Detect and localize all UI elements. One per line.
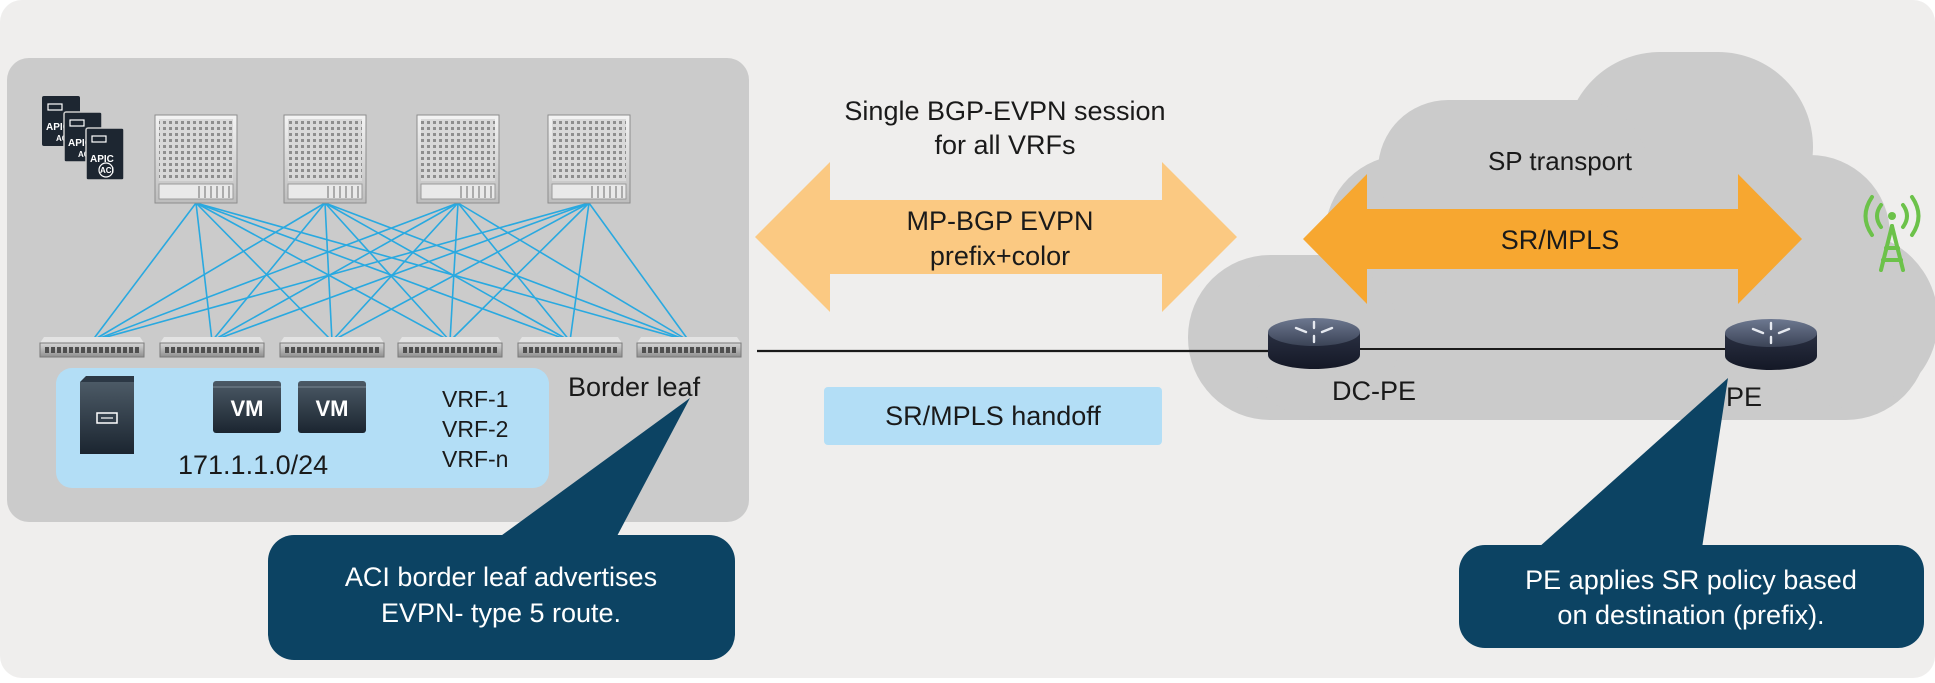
bare-metal-server-icon: [80, 376, 134, 454]
evpn-arrow-line2: prefix+color: [930, 241, 1070, 271]
apic-label: APIC: [46, 122, 70, 133]
cell-tower-icon: [1863, 195, 1921, 272]
leaf-switch-icon: [39, 337, 145, 358]
apic-cluster-icon: APIC ACI APIC ACI APIC ACI: [42, 96, 125, 181]
sr-mpls-arrow: [1303, 174, 1802, 304]
leaf-switch-icon: [279, 337, 385, 358]
aci-label: ACI: [100, 166, 114, 175]
apic-label: APIC: [90, 154, 114, 165]
vrf-label: VRF-2: [442, 416, 508, 442]
sp-transport-label: SP transport: [1488, 146, 1633, 176]
vm-icon: VM: [213, 381, 281, 433]
vrf-label: VRF-1: [442, 386, 508, 412]
apic-controller-icon: APIC ACI: [85, 127, 125, 181]
vm-icon: VM: [298, 381, 366, 433]
aci-label: ACI: [78, 150, 92, 159]
border-leaf-label: Border leaf: [568, 372, 701, 402]
handoff-label: SR/MPLS handoff: [885, 401, 1101, 431]
spine-switch-icon: [283, 114, 367, 204]
mp-bgp-evpn-arrow: [755, 162, 1237, 312]
vm-label: VM: [316, 396, 349, 421]
leaf-switch-icon: [159, 337, 265, 358]
leaf-switch-icon: [397, 337, 503, 358]
leaf-switches: [39, 337, 742, 358]
dc-pe-label: DC-PE: [1332, 376, 1416, 406]
spine-switches: [154, 114, 631, 204]
aci-label: ACI: [56, 134, 70, 143]
evpn-arrow-line1: MP-BGP EVPN: [906, 206, 1093, 236]
spine-switch-icon: [416, 114, 500, 204]
fabric-links: [91, 202, 690, 342]
handoff-box: [824, 387, 1162, 445]
spine-switch-icon: [547, 114, 631, 204]
left-callout-line2: EVPN- type 5 route.: [381, 598, 621, 628]
leaf-switch-icon: [517, 337, 623, 358]
pe-router-icon: [1725, 319, 1817, 370]
apic-label: APIC: [68, 138, 92, 149]
left-callout-line1: ACI border leaf advertises: [345, 562, 657, 592]
right-callout-line2: on destination (prefix).: [1557, 600, 1824, 630]
pe-callout: PE applies SR policy based on destinatio…: [1459, 378, 1924, 648]
session-title-line1: Single BGP-EVPN session: [844, 96, 1165, 126]
session-title-line2: for all VRFs: [934, 130, 1075, 160]
subnet-label: 171.1.1.0/24: [178, 450, 328, 480]
leaf-switch-icon: [636, 337, 742, 358]
border-leaf-callout: ACI border leaf advertises EVPN- type 5 …: [268, 398, 735, 660]
sr-mpls-arrow-label: SR/MPLS: [1501, 225, 1620, 255]
vrf-label: VRF-n: [442, 446, 508, 472]
right-callout-line1: PE applies SR policy based: [1525, 565, 1857, 595]
spine-switch-icon: [154, 114, 238, 204]
vm-label: VM: [231, 396, 264, 421]
pe-label: PE: [1726, 382, 1762, 412]
dc-pe-router-icon: [1268, 318, 1360, 369]
